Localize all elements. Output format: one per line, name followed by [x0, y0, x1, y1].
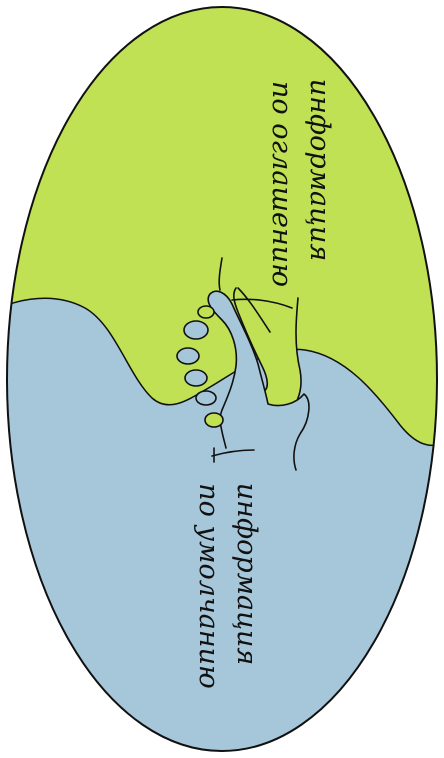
finger-3 [185, 370, 207, 386]
fingertip-green-1 [198, 306, 214, 318]
top-label-line2: по оглашению [266, 81, 297, 287]
finger-5 [205, 413, 223, 427]
finger-1 [184, 321, 208, 339]
bottom-label-line1: информация [231, 483, 262, 665]
bottom-label-line2: по умолчанию [193, 483, 224, 689]
finger-2 [177, 348, 199, 364]
top-label-line1: информация [304, 79, 335, 261]
finger-4 [196, 391, 216, 405]
